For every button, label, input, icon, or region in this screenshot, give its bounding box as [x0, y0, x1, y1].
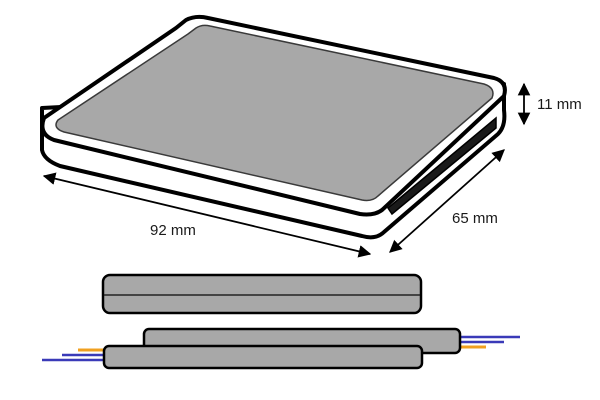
dimension-height: 11 mm [517, 82, 582, 126]
device-isometric-view [40, 14, 507, 240]
stacked-slab-lower [102, 344, 424, 370]
side-view-single [101, 273, 423, 315]
dimension-width: 65 mm [389, 149, 505, 253]
length-arrow [42, 172, 372, 258]
height-label: 11 mm [537, 96, 582, 113]
side-view-stacked [42, 327, 520, 370]
device-top-face [55, 24, 494, 202]
dimension-length: 92 mm [42, 172, 372, 258]
width-label: 65 mm [452, 210, 498, 227]
width-arrow [389, 149, 505, 253]
single-slab-body [101, 273, 423, 315]
length-label: 92 mm [150, 222, 196, 239]
